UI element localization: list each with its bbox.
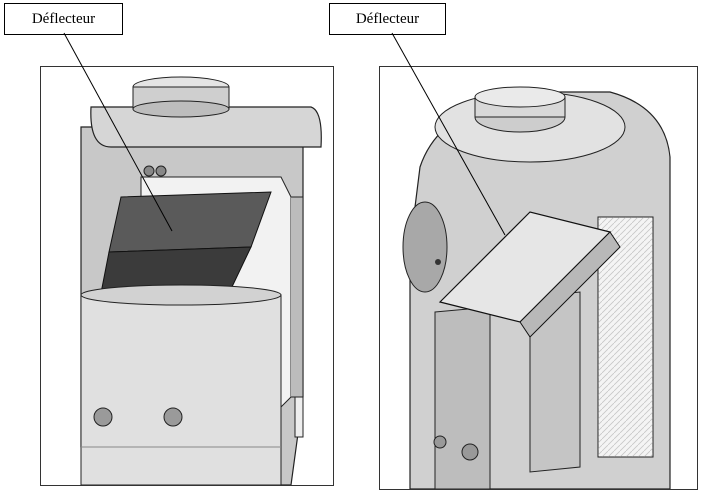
deflector-plate (108, 191, 272, 253)
deflector-callout-right: Déflecteur (329, 3, 446, 35)
figure-left-panel (40, 66, 334, 486)
deflector-callout-left: Déflecteur (4, 3, 123, 35)
figure-right-panel (379, 66, 698, 490)
stove-cutaway-front-view (80, 76, 322, 485)
stove-cutaway-three-quarter-view (402, 86, 671, 489)
